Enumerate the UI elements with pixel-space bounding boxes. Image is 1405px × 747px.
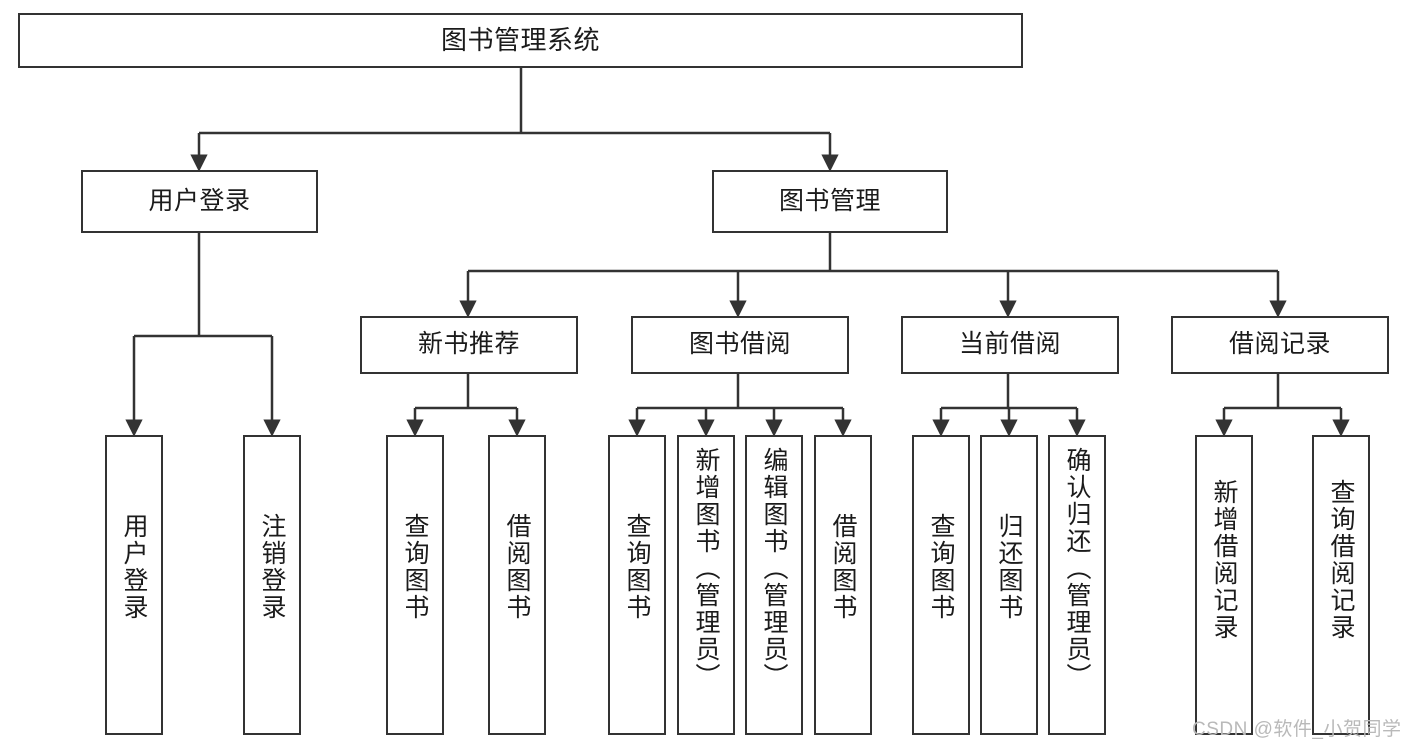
node-leaf-user-login-label: 用户登录	[120, 513, 148, 621]
node-leaf-query-record-label: 查询借阅记录	[1327, 479, 1355, 641]
node-leaf-add-record[interactable]: 新增借阅记录	[1195, 435, 1253, 735]
node-book-borrow-label: 图书借阅	[688, 330, 791, 359]
node-current-borrow[interactable]: 当前借阅	[901, 316, 1119, 374]
node-current-borrow-label: 当前借阅	[958, 330, 1061, 359]
node-leaf-borrow-book-1[interactable]: 借阅图书	[488, 435, 546, 735]
node-leaf-query-book-1[interactable]: 查询图书	[386, 435, 444, 735]
node-leaf-query-book-2[interactable]: 查询图书	[608, 435, 666, 735]
csdn-watermark: CSDN @软件_小贺同学	[1192, 719, 1402, 740]
node-book-borrow[interactable]: 图书借阅	[631, 316, 849, 374]
node-leaf-logout[interactable]: 注销登录	[243, 435, 301, 735]
node-user-login[interactable]: 用户登录	[81, 170, 318, 233]
node-leaf-add-book[interactable]: 新增图书（管理员）	[677, 435, 735, 735]
node-book-manage[interactable]: 图书管理	[712, 170, 948, 233]
node-leaf-return-book-label: 归还图书	[995, 513, 1023, 621]
node-leaf-query-book-3-label: 查询图书	[927, 513, 955, 621]
node-leaf-borrow-book-1-label: 借阅图书	[503, 513, 531, 621]
node-new-book-rec-label: 新书推荐	[417, 330, 520, 359]
node-user-login-label: 用户登录	[148, 186, 251, 215]
node-book-manage-label: 图书管理	[778, 186, 881, 215]
node-leaf-query-record[interactable]: 查询借阅记录	[1312, 435, 1370, 735]
node-leaf-confirm-return-label: 确认归还（管理员）	[1063, 447, 1091, 690]
node-leaf-add-book-label: 新增图书（管理员）	[692, 447, 720, 690]
node-leaf-query-book-1-label: 查询图书	[401, 513, 429, 621]
node-new-book-rec[interactable]: 新书推荐	[360, 316, 578, 374]
node-leaf-confirm-return[interactable]: 确认归还（管理员）	[1048, 435, 1106, 735]
node-leaf-edit-book[interactable]: 编辑图书（管理员）	[745, 435, 803, 735]
node-root[interactable]: 图书管理系统	[18, 13, 1023, 68]
node-leaf-logout-label: 注销登录	[258, 513, 286, 621]
node-borrow-record[interactable]: 借阅记录	[1171, 316, 1389, 374]
node-leaf-return-book[interactable]: 归还图书	[980, 435, 1038, 735]
node-leaf-user-login[interactable]: 用户登录	[105, 435, 163, 735]
node-leaf-edit-book-label: 编辑图书（管理员）	[760, 447, 788, 690]
node-borrow-record-label: 借阅记录	[1228, 330, 1331, 359]
node-leaf-borrow-book-2[interactable]: 借阅图书	[814, 435, 872, 735]
node-leaf-borrow-book-2-label: 借阅图书	[829, 513, 857, 621]
node-leaf-query-book-3[interactable]: 查询图书	[912, 435, 970, 735]
node-leaf-add-record-label: 新增借阅记录	[1210, 479, 1238, 641]
node-root-label: 图书管理系统	[440, 25, 600, 56]
node-leaf-query-book-2-label: 查询图书	[623, 513, 651, 621]
